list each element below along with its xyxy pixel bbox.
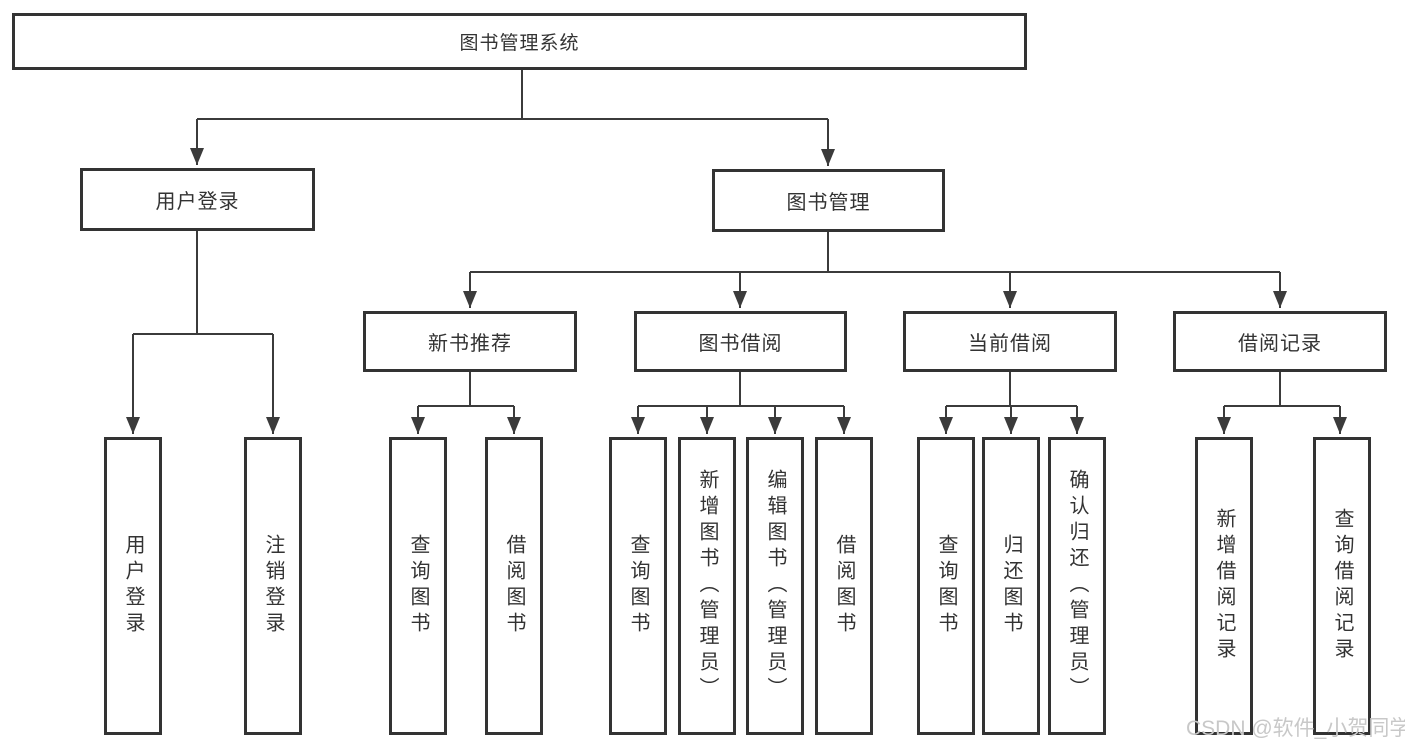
- leaf-user-login: 用户登录: [104, 437, 162, 735]
- connector-root-to-level2: [190, 70, 835, 166]
- connector-new-book-rec-children: [411, 372, 521, 434]
- connector-current-borrow-children: [939, 372, 1084, 434]
- leaf-borrow-book-rec-label: 借阅图书: [503, 534, 525, 638]
- node-borrow-record: 借阅记录: [1173, 311, 1387, 372]
- node-book-mgmt: 图书管理: [712, 169, 945, 232]
- node-book-borrow: 图书借阅: [634, 311, 847, 372]
- leaf-confirm-return-admin: 确认归还（管理员）: [1048, 437, 1106, 735]
- leaf-query-book-current: 查询图书: [917, 437, 975, 735]
- leaf-add-book-admin-label: 新增图书（管理员）: [696, 469, 718, 703]
- leaf-edit-book-admin: 编辑图书（管理员）: [746, 437, 804, 735]
- node-user-login-label: 用户登录: [155, 191, 240, 213]
- connector-book-mgmt-children: [463, 232, 1287, 308]
- leaf-query-book-rec: 查询图书: [389, 437, 447, 735]
- connector-book-borrow-children: [631, 372, 851, 434]
- leaf-add-book-admin: 新增图书（管理员）: [678, 437, 736, 735]
- leaf-logout-login-label: 注销登录: [262, 534, 284, 638]
- leaf-query-borrow-record: 查询借阅记录: [1313, 437, 1371, 735]
- leaf-add-borrow-record: 新增借阅记录: [1195, 437, 1253, 735]
- node-book-borrow-label: 图书借阅: [698, 333, 783, 355]
- node-book-mgmt-label: 图书管理: [786, 192, 871, 214]
- connector-user-login-children: [126, 231, 280, 434]
- node-current-borrow: 当前借阅: [903, 311, 1117, 372]
- leaf-query-book-rec-label: 查询图书: [407, 534, 429, 638]
- csdn-watermark: CSDN @软件_小贺同学: [1186, 717, 1405, 740]
- leaf-user-login-label: 用户登录: [122, 534, 144, 638]
- leaf-add-borrow-record-label: 新增借阅记录: [1213, 508, 1235, 664]
- leaf-return-book: 归还图书: [982, 437, 1040, 735]
- leaf-confirm-return-admin-label: 确认归还（管理员）: [1066, 469, 1088, 703]
- node-current-borrow-label: 当前借阅: [968, 333, 1052, 355]
- node-user-login: 用户登录: [80, 168, 315, 231]
- leaf-return-book-label: 归还图书: [1000, 534, 1022, 638]
- leaf-borrow-book-rec: 借阅图书: [485, 437, 543, 735]
- node-new-book-rec-label: 新书推荐: [428, 333, 512, 355]
- leaf-query-borrow-record-label: 查询借阅记录: [1331, 508, 1353, 664]
- leaf-borrow-book: 借阅图书: [815, 437, 873, 735]
- node-borrow-record-label: 借阅记录: [1238, 333, 1322, 355]
- node-new-book-rec: 新书推荐: [363, 311, 577, 372]
- leaf-query-book-current-label: 查询图书: [935, 534, 957, 638]
- leaf-borrow-book-label: 借阅图书: [833, 534, 855, 638]
- leaf-query-book-borrow-label: 查询图书: [627, 534, 649, 638]
- leaf-query-book-borrow: 查询图书: [609, 437, 667, 735]
- connector-borrow-record-children: [1217, 372, 1347, 434]
- node-root-label: 图书管理系统: [459, 33, 580, 54]
- leaf-logout-login: 注销登录: [244, 437, 302, 735]
- node-root: 图书管理系统: [12, 13, 1027, 70]
- leaf-edit-book-admin-label: 编辑图书（管理员）: [764, 469, 786, 703]
